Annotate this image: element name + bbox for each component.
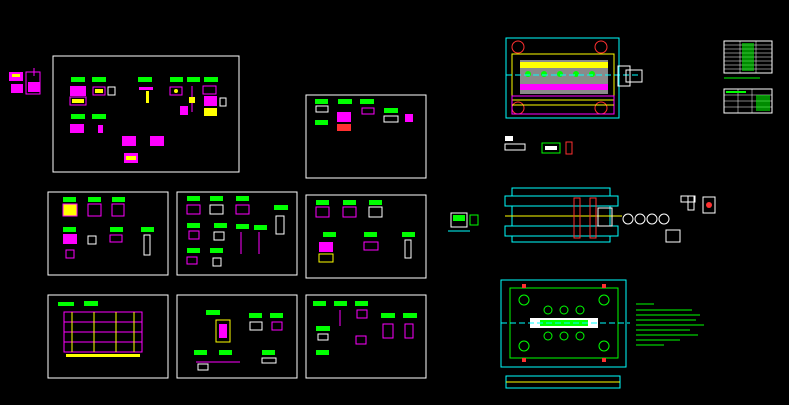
sheet-parts-row3-left-content	[58, 301, 143, 357]
sheet-parts-row3-right	[305, 294, 427, 379]
loose-part-cluster	[9, 68, 41, 95]
sheet-parts-row2-right-content	[315, 200, 415, 263]
sheet-parts-row2-mid	[176, 191, 298, 276]
sheet-parts-top-right-content	[315, 99, 413, 131]
sheet-parts-row2-right	[305, 194, 427, 279]
parts-list-table	[723, 40, 773, 79]
die-front-section	[504, 187, 716, 243]
sheet-parts-row3-mid	[176, 294, 298, 379]
technical-notes-block	[636, 303, 704, 346]
title-block-table	[723, 88, 773, 114]
sheet-frames	[47, 55, 427, 379]
sheet-parts-row3-mid-content	[194, 310, 283, 371]
sheet-parts-top-right	[305, 94, 427, 179]
die-plan-view-top	[505, 37, 643, 119]
stray-parts-middle	[448, 136, 573, 232]
sheet-detail-parts-top-content	[69, 77, 227, 163]
sheet-parts-row2-left-content	[62, 197, 154, 259]
sheet-detail-parts-top	[52, 55, 240, 173]
sheet-parts-row3-left	[47, 294, 169, 379]
sheet-parts-row2-mid-content	[186, 196, 288, 267]
sheet-parts-row3-right-content	[313, 301, 417, 355]
die-plan-view-bottom	[500, 279, 630, 389]
sheet-parts-row2-left	[47, 191, 169, 276]
